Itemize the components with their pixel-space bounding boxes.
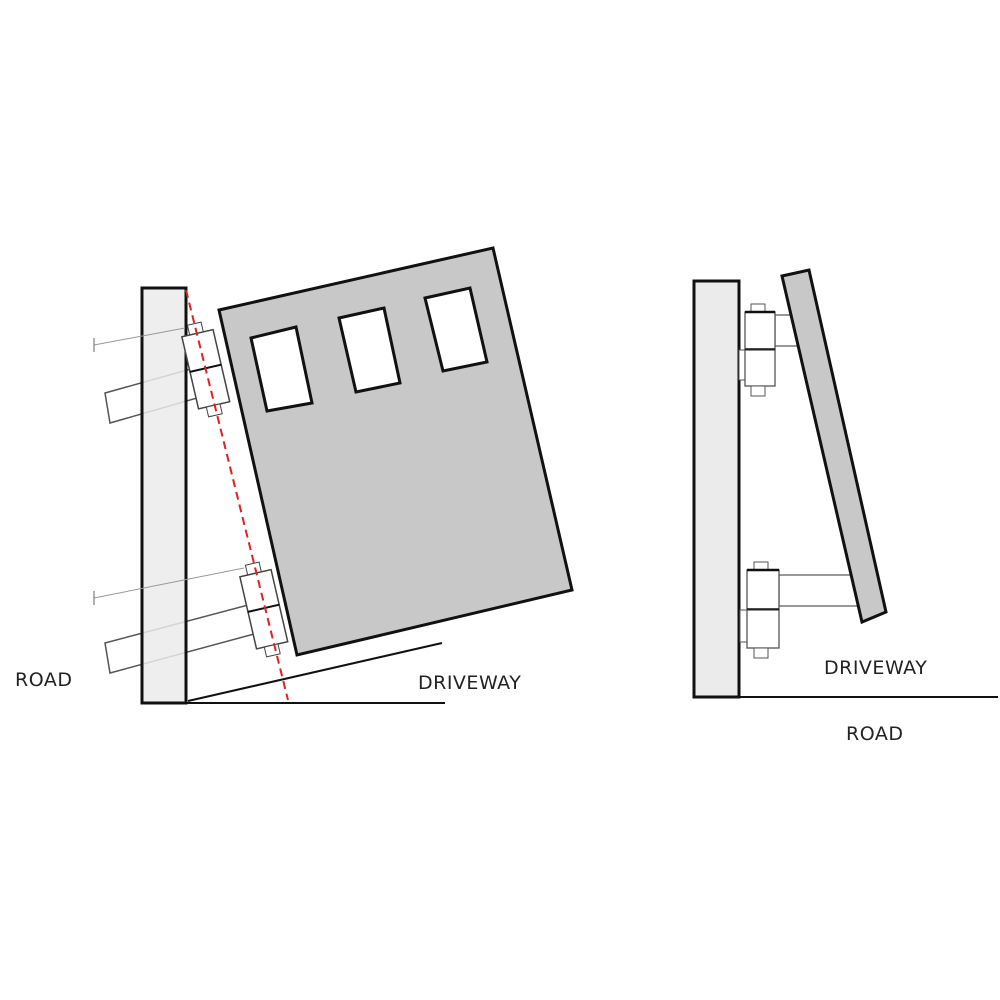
driveway-slope-line bbox=[187, 642, 443, 702]
gate-window bbox=[423, 286, 489, 373]
lower-hinge bbox=[238, 561, 289, 658]
gate-post bbox=[692, 279, 741, 699]
upper-dimension-line bbox=[93, 327, 186, 346]
left-road-label: ROAD bbox=[15, 669, 73, 691]
right-road-label: ROAD bbox=[846, 723, 904, 745]
gate-window bbox=[337, 306, 402, 394]
gate-panel-side-view bbox=[780, 268, 888, 625]
upper-hinge bbox=[738, 303, 798, 397]
right-driveway-label: DRIVEWAY bbox=[824, 657, 928, 679]
gate-window bbox=[249, 325, 314, 413]
upper-hinge bbox=[180, 321, 231, 418]
left-diagram bbox=[93, 246, 574, 705]
lower-hinge bbox=[739, 561, 860, 659]
lower-dimension-line bbox=[93, 567, 245, 599]
right-diagram bbox=[692, 268, 998, 699]
gate-post bbox=[140, 286, 188, 705]
hinge-axis-line bbox=[185, 289, 289, 701]
left-driveway-label: DRIVEWAY bbox=[418, 672, 522, 694]
